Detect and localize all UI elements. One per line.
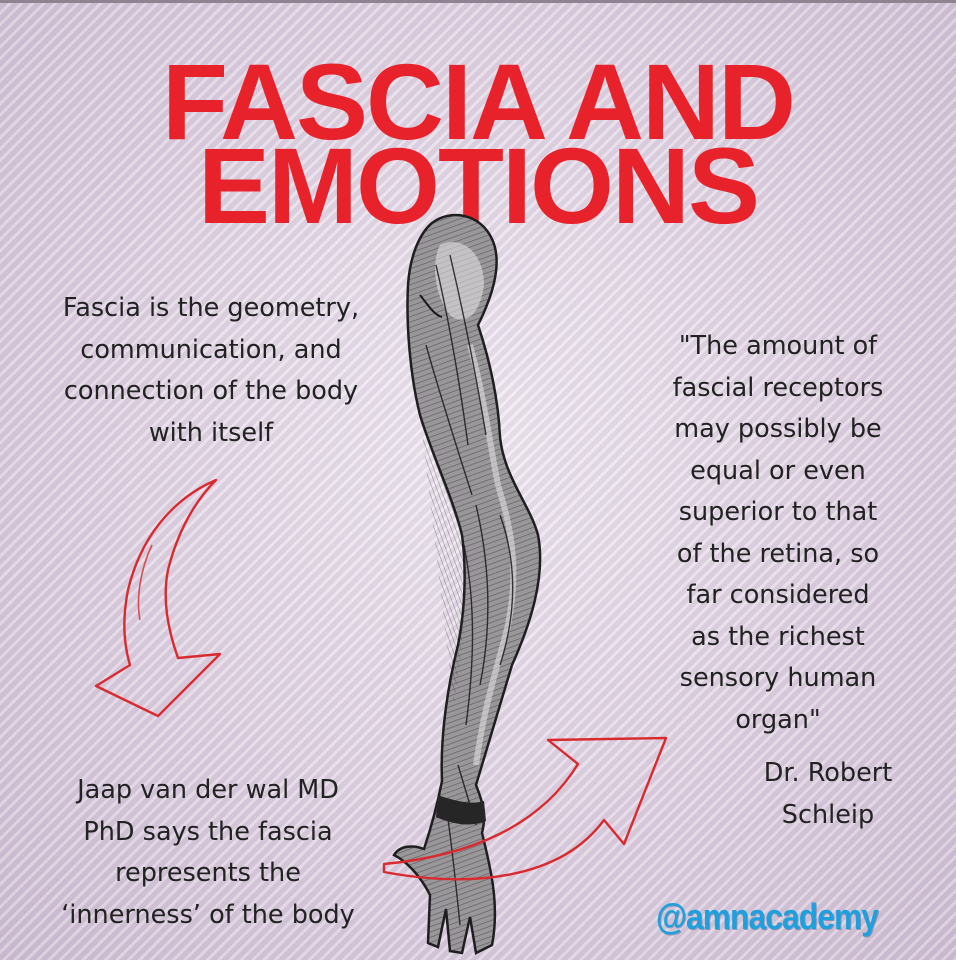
bottom-quote-line: Jaap van der wal MD bbox=[77, 775, 339, 805]
bottom-quote-line: represents the bbox=[115, 858, 301, 888]
quote-attribution: Dr. Robert Schleip bbox=[718, 753, 938, 836]
title-line-1: FASCIA AND bbox=[161, 41, 796, 162]
attribution-line: Dr. Robert bbox=[763, 758, 893, 788]
curved-arrow-up-right-icon bbox=[382, 736, 668, 881]
right-quote-line: fascial receptors bbox=[672, 372, 884, 403]
right-quote-line: equal or even bbox=[690, 455, 866, 486]
left-quote: Fascia is the geometry, communication, a… bbox=[22, 288, 400, 454]
left-quote-line: Fascia is the geometry, bbox=[62, 293, 360, 323]
right-quote-line: may possibly be bbox=[674, 414, 882, 444]
left-quote-line: communication, and bbox=[80, 334, 342, 365]
bottom-quote: Jaap van der wal MD PhD says the fascia … bbox=[28, 770, 388, 936]
left-quote-line: connection of the body bbox=[63, 376, 359, 406]
left-quote-line: with itself bbox=[148, 417, 274, 448]
bottom-quote-line: ‘innerness’ of the body bbox=[61, 899, 355, 930]
right-quote-line: superior to that bbox=[678, 497, 878, 527]
top-border bbox=[0, 0, 956, 3]
curved-arrow-down-left-icon bbox=[94, 478, 222, 718]
social-handle: @amnacademy bbox=[656, 896, 879, 937]
right-quote-line: of the retina, so bbox=[676, 538, 880, 569]
right-quote-line: "The amount of bbox=[678, 331, 878, 361]
right-quote-line: as the richest bbox=[691, 621, 865, 652]
bottom-quote-line: PhD says the fascia bbox=[83, 816, 333, 847]
right-quote-line: far considered bbox=[686, 580, 870, 610]
attribution-line: Schleip bbox=[781, 799, 875, 830]
right-quote: "The amount of fascial receptors may pos… bbox=[628, 326, 928, 741]
right-quote-line: sensory human bbox=[679, 663, 877, 693]
right-quote-line: organ" bbox=[735, 704, 821, 735]
arm-illustration bbox=[392, 213, 542, 955]
